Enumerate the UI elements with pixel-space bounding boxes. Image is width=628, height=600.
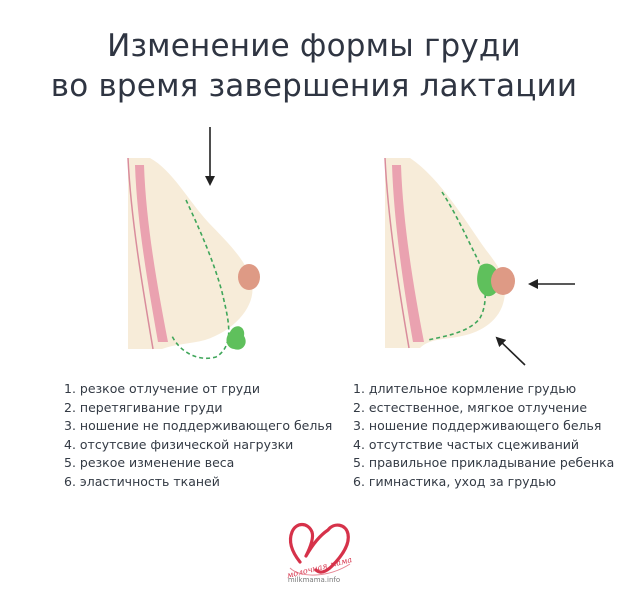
list-item: 4. отсутствие частых сцеживаний (353, 436, 580, 452)
title-line-2: во время завершения лактации (50, 68, 578, 104)
list-item: 3. ношение не поддерживающего белья (64, 418, 333, 434)
left-nipple (238, 264, 260, 290)
left-breast-illustration (127, 127, 260, 359)
page-title: Изменение формы груди во время завершени… (0, 26, 628, 106)
right-nipple (491, 267, 515, 295)
logo-swoosh (289, 563, 351, 576)
site-url: milkmama.info (287, 576, 341, 584)
list-item: 6. гимнастика, уход за грудью (353, 473, 557, 489)
milkmama-logo: молочная мама (286, 522, 353, 580)
right-causes-list: 1. длительное кормление грудью 2. естест… (353, 380, 614, 492)
list-item: 6. эластичность тканей (64, 473, 220, 489)
left-chest-wall (135, 165, 168, 342)
right-chest-wall (392, 165, 424, 342)
title-line-1: Изменение формы груди (107, 28, 521, 64)
list-item: 2. естественное, мягкое отлучение (353, 399, 588, 415)
left-gland-outline (171, 199, 230, 359)
right-breast-illustration (384, 157, 575, 366)
right-chest-wall-edge (384, 157, 410, 349)
list-item: 5. правильное прикладывание ребенка (353, 455, 615, 471)
list-item: 4. отсутсвие физической нагрузки (64, 436, 294, 452)
list-item: 3. ношение поддерживающего белья (353, 418, 602, 434)
left-milk-gland (226, 326, 246, 350)
list-item: 2. перетягивание груди (64, 399, 223, 415)
logo-heart-icon (288, 522, 350, 574)
left-causes-list: 1. резкое отлучение от груди 2. перетяги… (64, 380, 332, 492)
left-chest-wall-edge (127, 157, 154, 350)
list-item: 5. резкое изменение веса (64, 455, 235, 471)
diagonal-arrow-icon (495, 336, 526, 366)
list-item: 1. длительное кормление грудью (353, 381, 577, 396)
list-item: 1. резкое отлучение от груди (64, 381, 260, 396)
